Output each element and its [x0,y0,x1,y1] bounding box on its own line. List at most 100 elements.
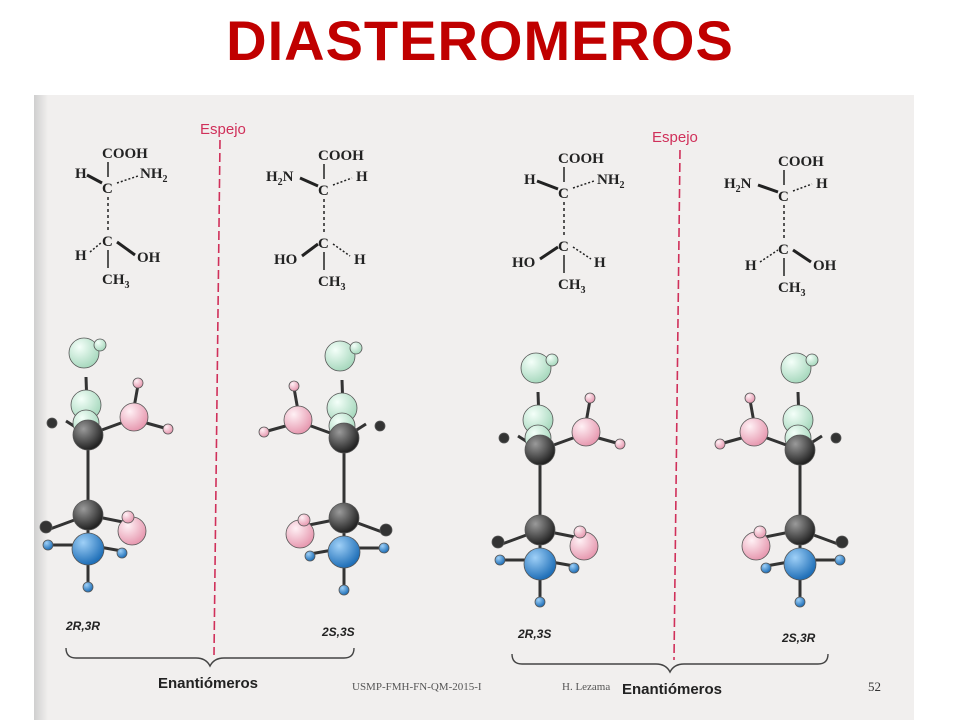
oxygen-atom [93,338,107,352]
textbook-figure [34,95,914,720]
oxygen-atom [571,417,601,447]
hydrogen-atom [714,438,726,450]
svg-text:H: H [75,248,87,264]
hydrogen-atom [573,525,587,539]
hydrogen-atom [498,432,510,444]
hydrogen-atom [568,562,580,574]
hydrogen-atom [162,423,174,435]
enantiomer-label-right: Enantiómeros [622,681,722,698]
svg-text:C: C [558,186,569,202]
hydrogen-atom [82,581,94,593]
scan-edge [34,95,48,720]
hydrogen-atom [614,438,626,450]
hydrogen-atom [379,523,393,537]
svg-text:H: H [524,172,536,188]
hydrogen-atom [378,542,390,554]
hydrogen-atom [584,392,596,404]
carbon-atom [524,514,556,546]
mirror-line-left [213,139,221,656]
svg-text:H: H [354,252,366,268]
hydrogen-atom [46,417,58,429]
fischer-formula-2r3r: COOH H C NH2 C H OH CH3 [75,146,168,291]
nitrogen-atom [523,547,557,581]
oxygen-atom [68,337,100,369]
hydrogen-atom [794,596,806,608]
hydrogen-atom [297,513,311,527]
oxygen-atom [520,352,552,384]
footer-course: USMP-FMH-FN-QM-2015-I [352,681,482,693]
mirror-label-right: Espejo [652,129,698,146]
svg-text:C: C [778,189,789,205]
oxygen-atom [349,341,363,355]
hydrogen-atom [338,584,350,596]
hydrogen-atom [491,535,505,549]
oxygen-atom [545,353,559,367]
hydrogen-atom [753,525,767,539]
svg-text:COOH: COOH [318,148,364,164]
svg-text:CH3: CH3 [558,277,586,296]
config-label-3: 2R,3S [517,627,551,641]
svg-text:CH3: CH3 [102,272,130,291]
hydrogen-atom [374,420,386,432]
svg-text:HO: HO [512,255,535,271]
hydrogen-atom [42,539,54,551]
hydrogen-atom [121,510,135,524]
svg-text:HO: HO [274,252,297,268]
svg-text:CH3: CH3 [778,280,806,299]
carbon-atom [72,419,104,451]
svg-text:H: H [745,258,757,274]
hydrogen-atom [258,426,270,438]
carbon-atom [524,434,556,466]
page-number: 52 [868,679,881,694]
carbon-atom [328,502,360,534]
hydrogen-atom [288,380,300,392]
hydrogen-atom [835,535,849,549]
mirror-label-left: Espejo [200,121,246,138]
svg-text:C: C [558,239,569,255]
hydrogen-atom [132,377,144,389]
svg-text:H: H [816,176,828,192]
hydrogen-atom [39,520,53,534]
svg-text:C: C [778,242,789,258]
svg-text:H: H [75,166,87,182]
hydrogen-atom [830,432,842,444]
nitrogen-atom [71,532,105,566]
config-label-4: 2S,3R [781,631,816,645]
svg-text:C: C [102,234,113,250]
hydrogen-atom [744,392,756,404]
svg-text:CH3: CH3 [318,274,346,293]
svg-text:H2N: H2N [724,176,752,195]
enantiomer-brace-left [65,647,355,668]
footer-author: H. Lezama [562,681,611,693]
carbon-atom [72,499,104,531]
enantiomer-label-left: Enantiómeros [158,675,258,692]
hydrogen-atom [116,547,128,559]
config-label-1: 2R,3R [65,619,100,633]
hydrogen-atom [834,554,846,566]
hydrogen-atom [760,562,772,574]
oxygen-atom [805,353,819,367]
svg-text:NH2: NH2 [597,172,625,191]
fischer-formula-2s3s: COOH H2N C H C HO H CH3 [266,148,368,293]
hydrogen-atom [304,550,316,562]
hydrogen-atom [494,554,506,566]
mirror-line-right [673,149,681,661]
nitrogen-atom [783,547,817,581]
carbon-atom [784,434,816,466]
carbon-atom [328,422,360,454]
svg-text:NH2: NH2 [140,166,168,185]
svg-text:C: C [102,181,113,197]
svg-text:COOH: COOH [778,154,824,170]
enantiomer-brace-right [511,653,829,674]
svg-text:H: H [594,255,606,271]
oxygen-atom [283,405,313,435]
svg-text:H2N: H2N [266,169,294,188]
oxygen-atom [780,352,812,384]
fischer-formula-2s3r: COOH H2N C H C H OH CH3 [724,154,837,299]
svg-text:OH: OH [137,250,161,266]
svg-text:H: H [356,169,368,185]
svg-text:C: C [318,183,329,199]
oxygen-atom [119,402,149,432]
svg-text:COOH: COOH [558,151,604,167]
